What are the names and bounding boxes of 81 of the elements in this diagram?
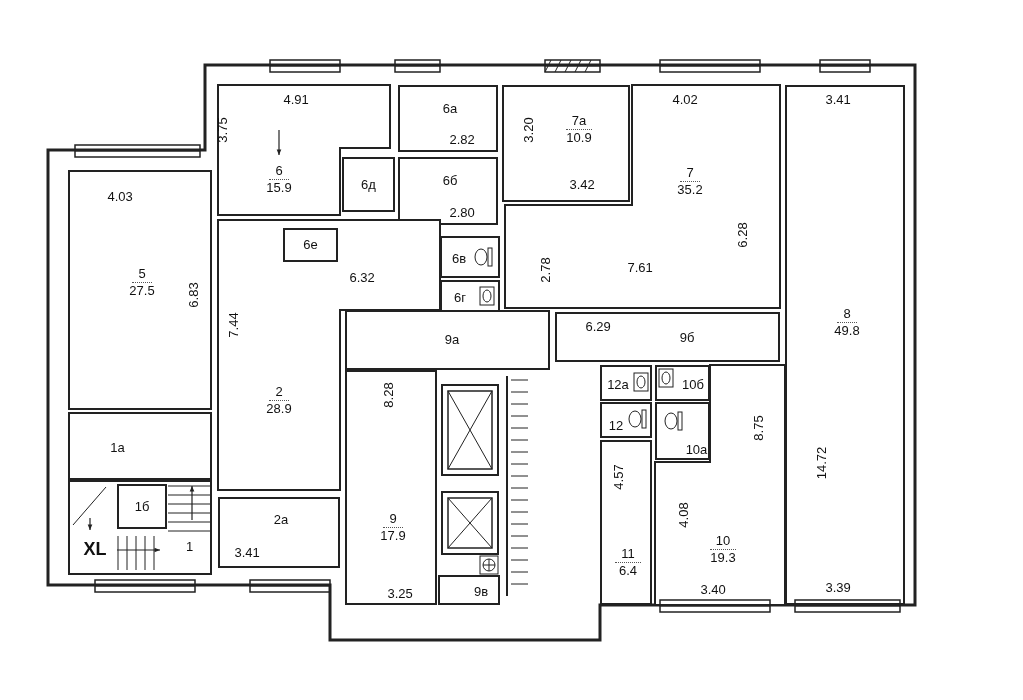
dimension-label: 4.08: [676, 502, 691, 528]
room: [345, 370, 437, 605]
room: [438, 575, 500, 605]
dimension-label: 4.02: [672, 93, 698, 107]
room-number: 6е: [303, 237, 318, 253]
room-area: 49.8: [834, 322, 860, 339]
room: [785, 85, 905, 605]
room-number: 10: [709, 532, 737, 550]
dimension-label: 3.41: [825, 93, 851, 107]
room-number: 2а: [273, 512, 289, 528]
dimension-label: 2.78: [538, 257, 553, 283]
room: [117, 484, 167, 529]
room-number: 10а: [685, 442, 708, 458]
room: [68, 170, 212, 410]
room-number: 10б: [682, 377, 704, 393]
room-number: 6д: [361, 176, 376, 193]
room: [398, 85, 498, 152]
room-area: 19.3: [710, 549, 736, 566]
room-number: 6б: [442, 173, 458, 189]
room: [502, 85, 630, 202]
room-number: 1б: [134, 498, 150, 515]
room: [218, 85, 390, 215]
dimension-label: 8.75: [751, 415, 766, 441]
dimension-label: 7.44: [226, 312, 241, 338]
room-number: 6а: [442, 101, 458, 117]
dimension-label: 3.25: [387, 587, 413, 601]
room-number: 1: [185, 539, 194, 555]
room: [555, 312, 780, 362]
dimension-label: 8.28: [381, 382, 396, 408]
room-number: 7а: [565, 112, 593, 130]
room: [68, 412, 212, 480]
room-number: 9а: [444, 332, 460, 348]
room: [283, 228, 338, 262]
room-number: 2: [269, 383, 289, 401]
dimension-label: 3.41: [234, 546, 260, 560]
room-number: 11: [615, 545, 641, 563]
room-number: 9б: [679, 330, 695, 346]
room-area: 10.9: [566, 129, 592, 146]
room-area: 28.9: [266, 400, 292, 417]
dimension-label: 6.32: [349, 271, 375, 285]
room: [655, 402, 710, 460]
dimension-label: 3.39: [825, 581, 851, 595]
dimension-label: 3.40: [700, 583, 726, 597]
dimension-label: 4.91: [283, 93, 309, 107]
room-number: 9: [383, 510, 403, 528]
dimension-label: 6.29: [585, 320, 611, 334]
room-area: 6.4: [618, 562, 638, 579]
dimension-label: 4.57: [611, 464, 626, 490]
dimension-label: 3.42: [569, 178, 595, 192]
dimension-label: 2.80: [449, 206, 475, 220]
room: [505, 85, 780, 308]
room: [600, 440, 652, 605]
room: [345, 310, 550, 370]
room: [398, 157, 498, 225]
room-area: 35.2: [677, 181, 703, 198]
room-number: 6в: [451, 251, 467, 267]
dimension-label: 6.83: [186, 282, 201, 308]
room: [342, 157, 395, 212]
stair-mark: XL: [83, 542, 107, 556]
dimension-label: 6.28: [735, 222, 750, 248]
dimension-label: 14.72: [814, 446, 829, 480]
room-number: 8: [837, 305, 857, 323]
room-number: 1а: [110, 440, 125, 456]
room-number: 6г: [454, 290, 466, 306]
dimension-label: 3.20: [521, 117, 536, 143]
room-number: 5: [132, 265, 152, 283]
room-number: 12: [608, 418, 624, 434]
room-area: 17.9: [380, 527, 406, 544]
room-number: 9в: [473, 584, 489, 600]
room-area: 27.5: [129, 282, 155, 299]
room-number: 7: [680, 164, 700, 182]
room-area: 15.9: [266, 179, 292, 196]
room: [655, 365, 785, 605]
dimension-label: 2.82: [449, 133, 475, 147]
room-number: 6: [269, 162, 289, 180]
dimension-label: 7.61: [627, 261, 653, 275]
room-number: 12а: [607, 377, 629, 393]
room: [218, 220, 440, 490]
room: [218, 497, 340, 568]
dimension-label: 3.75: [215, 117, 230, 143]
dimension-label: 4.03: [107, 190, 133, 204]
